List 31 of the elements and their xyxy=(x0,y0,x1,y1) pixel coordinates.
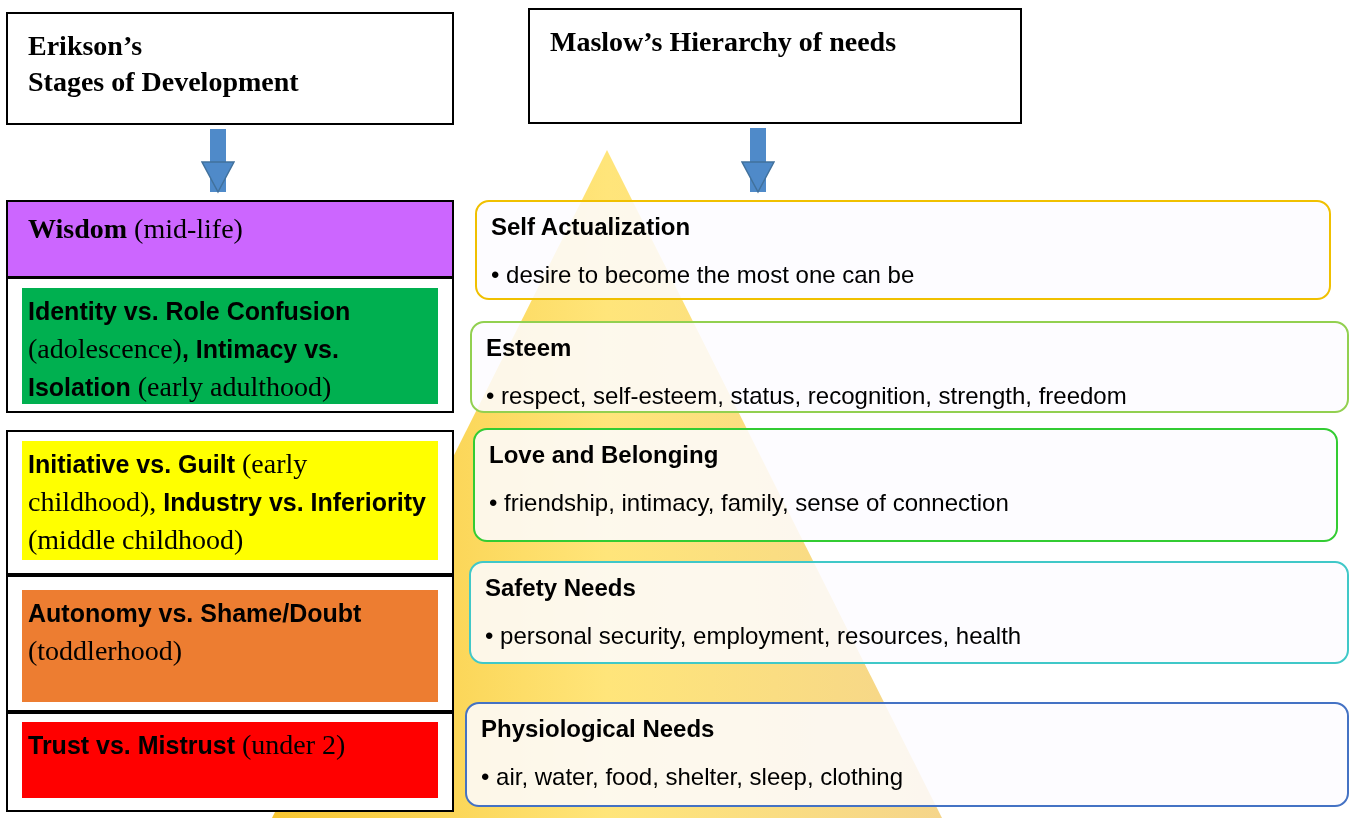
stage-text: Identity vs. Role Confusion (adolescence), Intimacy vs. Isolation (early adulthood) xyxy=(28,296,351,402)
stage-text: Initiative vs. Guilt (early childhood), Industry vs. Inferiority (middle childhood) xyxy=(28,448,426,555)
need-box xyxy=(465,702,1349,807)
heading-box xyxy=(528,8,1022,124)
need-box xyxy=(469,561,1349,664)
need-title: Safety Needs xyxy=(485,573,637,603)
heading-box xyxy=(6,12,454,125)
need-title: Love and Belonging xyxy=(489,440,720,470)
stage-text: Trust vs. Mistrust (under 2) xyxy=(28,729,346,760)
need-description: • desire to become the most one can be xyxy=(491,260,916,290)
need-description: • air, water, food, shelter, sleep, clothing xyxy=(481,762,904,792)
need-title: Self Actualization xyxy=(491,212,692,242)
need-box xyxy=(470,321,1349,413)
heading-text: Stages of Development xyxy=(28,65,300,99)
stage-box xyxy=(6,200,454,278)
stage-text: Wisdom (mid-life) xyxy=(28,213,243,244)
stage-text: Autonomy vs. Shame/Doubt (toddlerhood) xyxy=(28,598,362,666)
need-title: Esteem xyxy=(486,333,573,363)
heading-text: Maslow’s Hierarchy of needs xyxy=(550,25,898,59)
need-title: Physiological Needs xyxy=(481,714,716,744)
stage-box xyxy=(22,288,438,404)
need-box xyxy=(475,200,1331,300)
stage-box xyxy=(22,722,438,798)
arrow xyxy=(201,129,235,193)
need-description: • respect, self-esteem, status, recognition, strength, freedom xyxy=(486,381,1128,411)
stage-box xyxy=(22,590,438,702)
need-description: • personal security, employment, resources, health xyxy=(485,621,1023,651)
heading-text: Erikson’s xyxy=(28,29,144,63)
need-box xyxy=(473,428,1338,542)
need-description: • friendship, intimacy, family, sense of connection xyxy=(489,488,1010,518)
arrow xyxy=(741,128,775,193)
